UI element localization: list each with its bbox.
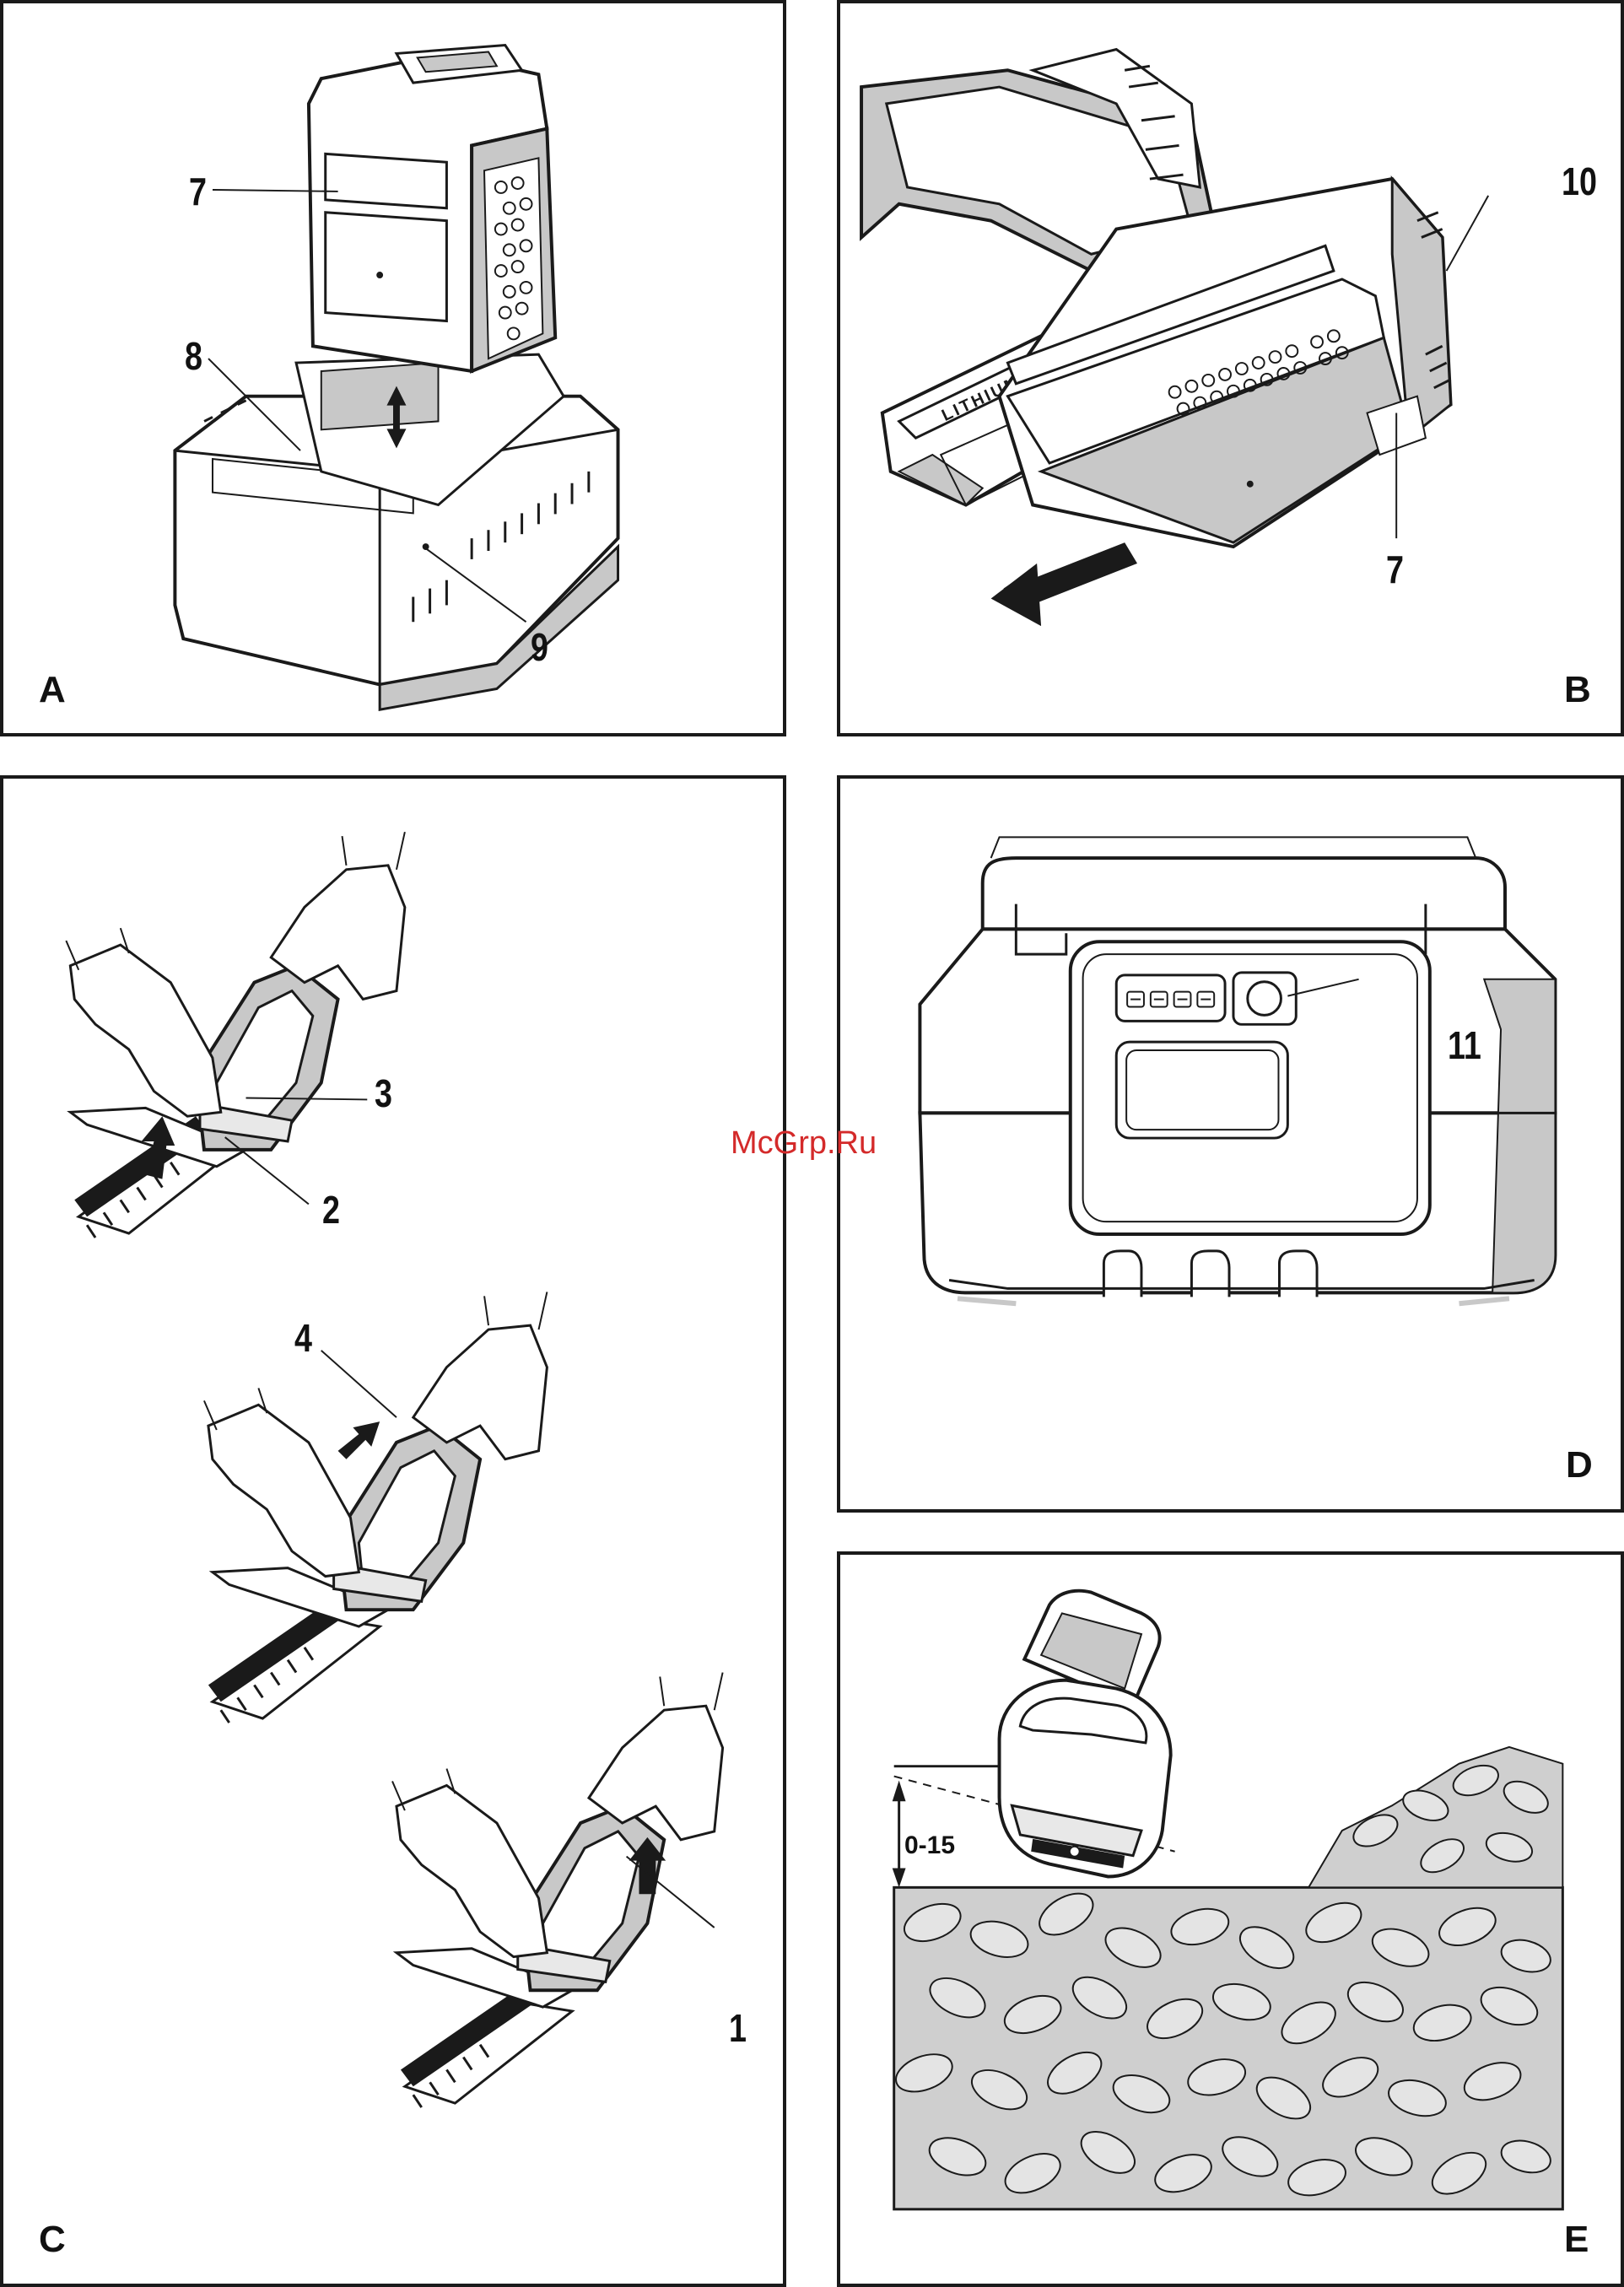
panel-d: 11 D [837, 775, 1624, 1513]
callout-7: 7 [189, 172, 207, 211]
panel-letter: B [1564, 672, 1591, 709]
callout-9: 9 [531, 628, 548, 666]
watermark: McGrp.Ru [731, 1125, 877, 1162]
panel-c: 3 2 4 1 C [0, 775, 786, 2287]
trimmer-step-2 [204, 1292, 547, 1723]
panel-letter: D [1566, 1447, 1593, 1484]
callout-8: 8 [185, 337, 202, 375]
trimmer-step-1 [66, 832, 405, 1238]
panel-letter: C [39, 2221, 66, 2258]
panel-a: 7 8 9 A [0, 0, 786, 736]
callout-2: 2 [322, 1190, 340, 1229]
callout-4: 4 [294, 1319, 312, 1357]
callout-11: 11 [1448, 1026, 1481, 1065]
panel-b: LITHIUM 10 7 B [837, 0, 1624, 736]
trimmer-step-3 [392, 1673, 723, 2108]
callout-1: 1 [729, 2009, 747, 2047]
callout-10: 10 [1562, 162, 1597, 201]
hedge-trimmer-switch-on-drawing [3, 779, 783, 2284]
dimension-label: 0-15 [904, 1833, 955, 1858]
battery-on-charger-drawing [3, 3, 783, 733]
panel-letter: A [39, 672, 66, 709]
callout-3: 3 [375, 1074, 392, 1113]
battery-removal-drawing: LITHIUM [840, 3, 1621, 733]
panel-letter: E [1564, 2221, 1589, 2258]
callout-7: 7 [1386, 550, 1404, 589]
panel-e: 0-15 E [837, 1551, 1624, 2287]
hedge-trimming-drawing [840, 1555, 1621, 2284]
battery-indicator-drawing [840, 779, 1621, 1509]
